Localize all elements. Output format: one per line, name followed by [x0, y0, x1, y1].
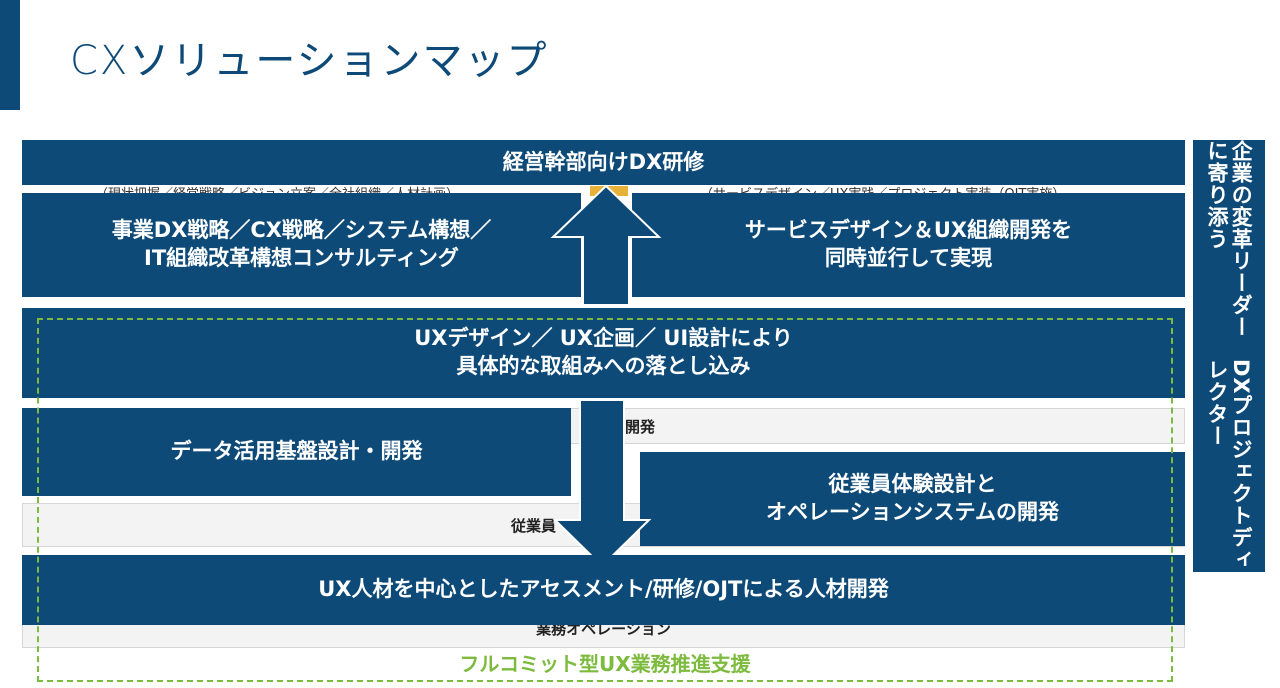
box-hr-development: UX人材を中心としたアセスメント/研修/OJTによる人材開発 — [22, 555, 1185, 625]
box-ux-design-line1: UXデザイン／ UX企画／ UI設計により — [414, 326, 793, 351]
full-commit-support-frame — [37, 318, 1173, 682]
box-ux-design: UXデザイン／ UX企画／ UI設計により 具体的な取組みへの落とし込み — [22, 308, 1185, 398]
box-data-platform-label: データ活用基盤設計・開発 — [170, 439, 423, 464]
box-service-design-line1: サービスデザイン＆UX組織開発を — [744, 218, 1073, 243]
page-title: CXソリューションマップ — [70, 38, 549, 84]
up-arrow-icon — [550, 184, 662, 306]
box-service-design-line2: 同時並行して実現 — [824, 246, 993, 270]
side-panel-director: 企業の変革リーダーに寄り添う DXプロジェクトディレクター — [1193, 140, 1265, 572]
box-dx-strategy: 事業DX戦略／CX戦略／システム構想／ IT組織改革構想コンサルティング — [22, 193, 581, 297]
box-ux-design-line2: 具体的な取組みへの落とし込み — [456, 354, 751, 378]
box-employee-experience-line1: 従業員体験設計と — [828, 472, 997, 497]
box-employee-experience: 従業員体験設計と オペレーションシステムの開発 — [640, 452, 1185, 546]
full-commit-support-label: フルコミット型UX業務推進支援 — [459, 652, 751, 676]
side-label-line2: DXプロジェクトディレクター — [1205, 358, 1254, 571]
banner-executive-training: 経営幹部向けDX研修 — [22, 140, 1185, 185]
banner-executive-training-label: 経営幹部向けDX研修 — [502, 149, 705, 174]
box-hr-development-label: UX人材を中心としたアセスメント/研修/OJTによる人材開発 — [318, 577, 889, 602]
box-dx-strategy-line2: IT組織改革構想コンサルティング — [144, 246, 459, 270]
box-service-design: サービスデザイン＆UX組織開発を 同時並行して実現 — [632, 193, 1185, 297]
box-data-platform: データ活用基盤設計・開発 — [22, 408, 571, 496]
side-label-line1: 企業の変革リーダーに寄り添う — [1205, 140, 1254, 338]
down-arrow-icon — [552, 399, 652, 568]
peek-text-left: （現状把握／経営戦略／ビジョン立案／全社組織／人材計画） — [95, 184, 535, 198]
box-dx-strategy-line1: 事業DX戦略／CX戦略／システム構想／ — [111, 218, 492, 243]
peek-text-right: （サービスデザイン／UX実践／プロジェクト実装（OJT実施） — [700, 184, 1100, 198]
gray-bar-employee-label: 従業員 — [511, 516, 557, 535]
title-accent-bar — [0, 0, 20, 110]
box-employee-experience-line2: オペレーションシステムの開発 — [766, 500, 1059, 524]
